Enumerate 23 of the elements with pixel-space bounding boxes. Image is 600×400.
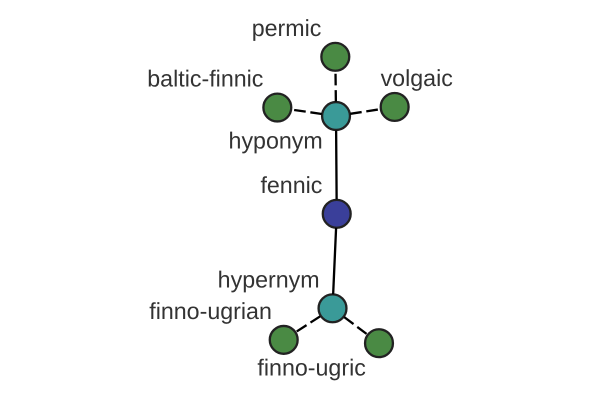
connector [291, 108, 322, 116]
node-label: hypernym [218, 266, 320, 292]
node-label: permic [252, 14, 322, 41]
node-circle [322, 198, 352, 229]
node-label: fennic [260, 172, 322, 198]
node-label: hyponym [228, 128, 323, 154]
node-label: finno-ugric [257, 354, 366, 381]
connector [295, 315, 321, 333]
connector [350, 108, 381, 115]
connector [334, 71, 338, 102]
node-circle [320, 42, 350, 72]
connector [332, 228, 338, 294]
node-circle [364, 328, 394, 358]
node-label: finno-ugrian [149, 298, 272, 324]
node-circle [380, 92, 410, 122]
connector [334, 130, 338, 200]
node-label: baltic-finnic [147, 66, 264, 92]
node-circle [268, 324, 299, 355]
node-circle [262, 92, 292, 123]
node-circle [317, 293, 348, 324]
node-circle [320, 100, 352, 132]
node-label: volgaic [380, 65, 453, 92]
connector [344, 316, 368, 336]
